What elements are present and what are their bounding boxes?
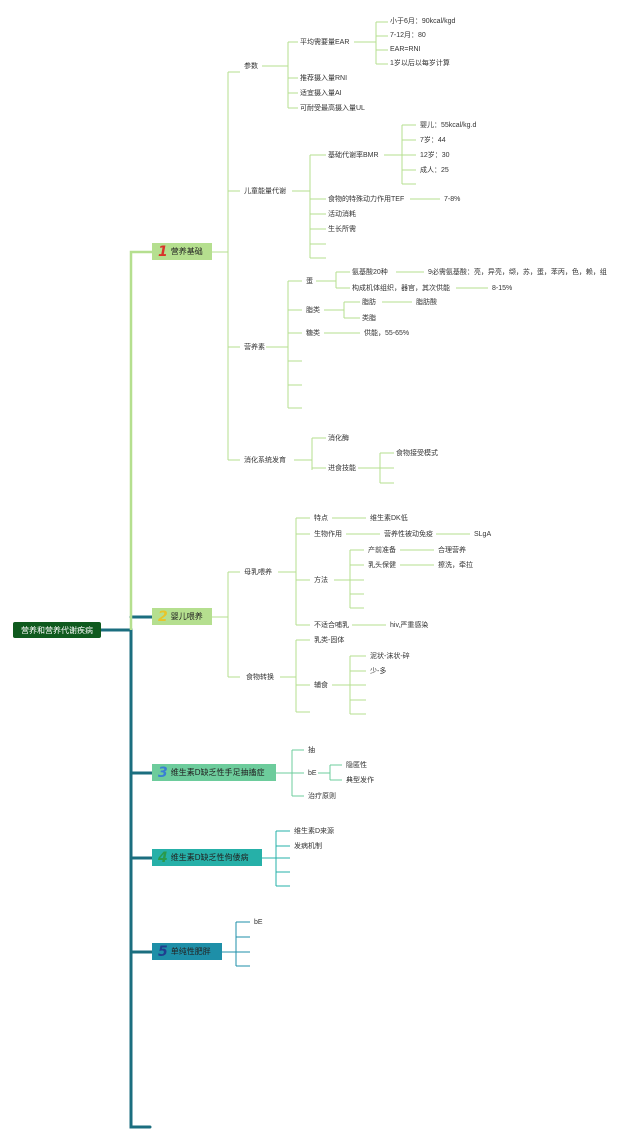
node-fat[interactable]: 脂类 xyxy=(306,307,320,314)
node-t3-child-1[interactable]: 抽 xyxy=(308,747,315,754)
node-activity[interactable]: 活动消耗 xyxy=(328,211,356,218)
node-unfit-value[interactable]: hiv,严重感染 xyxy=(390,622,429,629)
node-protein[interactable]: 蛋 xyxy=(306,278,313,285)
node-mechanism[interactable]: 发病机制 xyxy=(294,843,322,850)
topic-label-4: 维生素D缺乏性佝偻病 xyxy=(170,853,249,862)
node-growth[interactable]: 生长所需 xyxy=(328,226,356,233)
node-trait-value[interactable]: 维生素DK低 xyxy=(370,515,408,522)
topic-number-5: 5 xyxy=(158,943,168,960)
topic-number-1: 1 xyxy=(158,243,168,260)
node-ear-after1y[interactable]: 1岁以后以每岁计算 xyxy=(390,60,450,67)
node-nipple-care[interactable]: 乳头保健 xyxy=(368,562,396,569)
node-vitd-source[interactable]: 维生素D来源 xyxy=(294,828,335,835)
node-ear-under6m[interactable]: 小于6月：90kcal/kgd xyxy=(390,18,456,25)
node-enzyme[interactable]: 消化酶 xyxy=(328,435,349,442)
topic-label-3: 维生素D缺乏性手足抽搐症 xyxy=(170,768,265,777)
node-trait[interactable]: 特点 xyxy=(314,515,328,522)
node-amount[interactable]: 少-多 xyxy=(370,668,387,675)
node-bmr[interactable]: 基础代谢率BMR xyxy=(328,152,379,159)
node-latent[interactable]: 隐匿性 xyxy=(346,762,367,769)
node-nutrients[interactable]: 营养素 xyxy=(244,344,265,351)
root-label: 营养和营养代谢疾病 xyxy=(21,625,93,635)
topic-number-4: 4 xyxy=(158,849,168,866)
trunk-connector xyxy=(99,628,152,1129)
node-food-acceptance[interactable]: 食物接受模式 xyxy=(396,450,438,457)
node-bio-effect[interactable]: 生物作用 xyxy=(314,531,342,538)
topic-label-2: 婴儿喂养 xyxy=(170,612,203,621)
node-bmr-12y[interactable]: 12岁：30 xyxy=(420,152,450,159)
node-amino[interactable]: 氨基酸20种 xyxy=(352,269,388,276)
node-prenatal[interactable]: 产前准备 xyxy=(368,547,396,554)
node-ear[interactable]: 平均需要量EAR xyxy=(300,39,350,46)
topic-label-5: 单纯性肥胖 xyxy=(170,947,211,956)
node-ai[interactable]: 适宜摄入量AI xyxy=(300,90,342,97)
node-slga[interactable]: SLgA xyxy=(474,531,492,538)
node-sugar[interactable]: 糖类 xyxy=(306,330,320,337)
node-fatty-acid[interactable]: 脂肪酸 xyxy=(416,299,437,306)
node-ul[interactable]: 可耐受最高摄入量UL xyxy=(300,105,365,112)
topic-node-4[interactable]: 4 维生素D缺乏性佝偻病 xyxy=(152,849,262,866)
node-essential-amino[interactable]: 9必需氨基酸：亮，异亮，缬，苏，蛋，苯丙，色，赖，组 xyxy=(428,269,607,276)
node-texture[interactable]: 泥状-沫状-碎 xyxy=(370,653,410,660)
node-t5-child-1[interactable]: bE xyxy=(254,919,263,926)
node-passive-immunity[interactable]: 营养性被动免疫 xyxy=(384,531,433,538)
node-breastfeeding[interactable]: 母乳喂养 xyxy=(244,569,272,576)
node-bmr-adult[interactable]: 成人：25 xyxy=(420,167,449,174)
node-nipple-value[interactable]: 擦洗，牵拉 xyxy=(438,562,473,569)
root-node[interactable]: 营养和营养代谢疾病 xyxy=(13,622,101,638)
node-ear-7-12m[interactable]: 7-12月：80 xyxy=(390,32,426,39)
node-fat-lipid[interactable]: 脂肪 xyxy=(362,299,376,306)
node-treatment[interactable]: 治疗原则 xyxy=(308,793,336,800)
topic-node-2[interactable]: 2 婴儿喂养 xyxy=(152,608,212,625)
node-bmr-7y[interactable]: 7岁：44 xyxy=(420,137,446,144)
node-tef-value[interactable]: 7-8% xyxy=(444,196,461,203)
topic-label-1: 营养基础 xyxy=(170,247,203,256)
node-typical-attack[interactable]: 典型发作 xyxy=(346,777,374,784)
topic-number-2: 2 xyxy=(158,608,168,625)
topic-node-3[interactable]: 3 维生素D缺乏性手足抽搐症 xyxy=(152,764,276,781)
node-ear-eq-rni[interactable]: EAR=RNI xyxy=(390,46,421,53)
node-eating-skill[interactable]: 进食技能 xyxy=(328,465,356,472)
node-complementary[interactable]: 辅食 xyxy=(314,682,328,689)
node-t3-child-2[interactable]: bE xyxy=(308,770,317,777)
node-params[interactable]: 参数 xyxy=(244,63,258,70)
node-digestion[interactable]: 消化系统发育 xyxy=(244,457,286,464)
node-milk-solid[interactable]: 乳类-固体 xyxy=(314,637,345,644)
topic-node-5[interactable]: 5 单纯性肥胖 xyxy=(152,943,222,960)
node-sugar-value[interactable]: 供能，55-65% xyxy=(364,330,410,337)
node-structure-value[interactable]: 8-15% xyxy=(492,285,513,292)
node-energy[interactable]: 儿童能量代谢 xyxy=(244,188,286,195)
node-unfit[interactable]: 不适合哺乳 xyxy=(314,622,349,629)
node-structure[interactable]: 构成机体组织，器官，其次供能 xyxy=(352,285,450,292)
node-bmr-infant[interactable]: 婴儿：55kcal/kg.d xyxy=(420,122,477,129)
node-prenatal-value[interactable]: 合理营养 xyxy=(438,547,466,554)
node-food-transition[interactable]: 食物转换 xyxy=(246,674,274,681)
node-tef[interactable]: 食物的特殊动力作用TEF xyxy=(328,196,405,203)
trunk-to-topic-1 xyxy=(129,250,152,630)
topic-number-3: 3 xyxy=(158,764,168,781)
topic-node-1[interactable]: 1 营养基础 xyxy=(152,243,212,260)
node-rni[interactable]: 推荐摄入量RNI xyxy=(300,75,348,82)
node-lipoid[interactable]: 类脂 xyxy=(362,315,376,322)
node-method[interactable]: 方法 xyxy=(314,577,328,584)
